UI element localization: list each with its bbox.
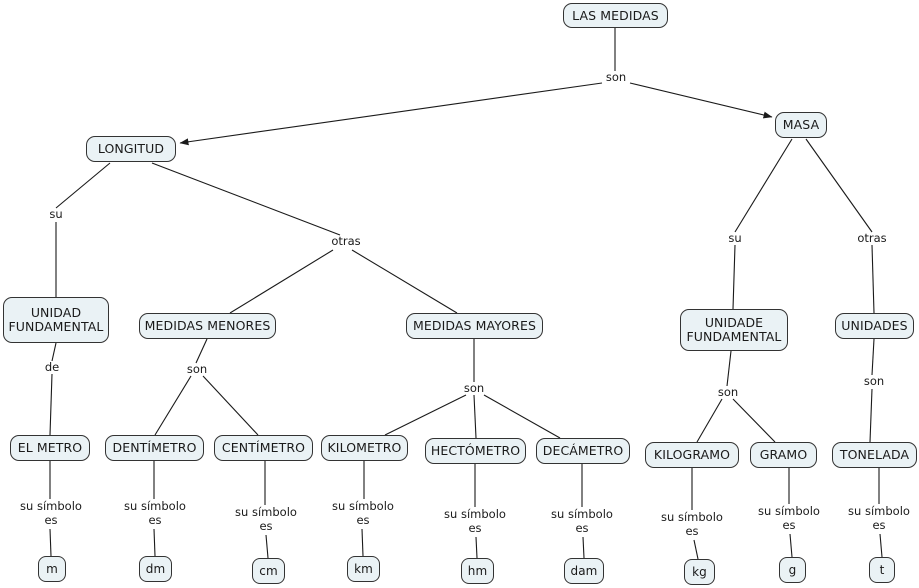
node-symbol-km[interactable]: km <box>347 556 380 582</box>
node-longitud[interactable]: LONGITUD <box>86 136 176 162</box>
link-label-sym-dentimetro: su símbolo es <box>124 499 186 527</box>
edge-son-gramo <box>732 398 776 443</box>
edge-son-tonelada <box>869 388 873 443</box>
link-label-longitud-su: su <box>49 207 63 221</box>
link-label-unidade-son: son <box>717 385 739 399</box>
node-symbol-m[interactable]: m <box>38 556 66 582</box>
link-label-sym-decametro: su símbolo es <box>551 507 613 535</box>
edge-symlabel-t <box>879 533 883 558</box>
edge-su-unidadefund <box>732 244 736 310</box>
edge-symlabel-hm <box>475 536 478 559</box>
link-label-longitud-otras: otras <box>331 234 361 248</box>
node-unidades-masa[interactable]: UNIDADES <box>835 313 914 339</box>
node-masa[interactable]: MASA <box>775 112 827 138</box>
edge-masa-su <box>734 138 793 233</box>
node-el-metro[interactable]: EL METRO <box>10 435 90 461</box>
link-label-mayores-son: son <box>463 381 485 395</box>
node-kilogramo[interactable]: KILOGRAMO <box>645 442 739 468</box>
node-kilometro[interactable]: KILOMETRO <box>321 435 408 461</box>
edge-otras-unidades <box>871 244 875 314</box>
node-symbol-t[interactable]: t <box>869 557 895 583</box>
edge-son-centimetro <box>202 375 259 436</box>
edge-menores-son <box>195 338 208 364</box>
edge-symlabel-cm <box>265 534 269 559</box>
node-dentimetro[interactable]: DENTÍMETRO <box>105 435 204 461</box>
edge-otras-mayores <box>351 249 458 314</box>
node-symbol-hm[interactable]: hm <box>461 558 494 584</box>
node-symbol-dm[interactable]: dm <box>139 556 172 582</box>
edge-son-kilometro <box>384 394 467 436</box>
node-medidas-mayores[interactable]: MEDIDAS MAYORES <box>406 313 543 339</box>
edge-longitud-otras <box>151 162 341 236</box>
link-label-masa-otras: otras <box>857 231 887 245</box>
edge-son-longitud <box>179 82 603 146</box>
node-symbol-dam[interactable]: dam <box>564 558 604 584</box>
link-label-unidad-de: de <box>44 360 60 374</box>
node-gramo[interactable]: GRAMO <box>750 442 817 468</box>
node-hectometro[interactable]: HECTÓMETRO <box>425 438 526 464</box>
link-label-masa-su: su <box>728 231 742 245</box>
link-label-unidades-son: son <box>863 374 885 388</box>
edge-masa-otras <box>805 138 873 233</box>
link-label-sym-gramo: su símbolo es <box>758 504 820 532</box>
edge-unidadfund-de <box>51 342 57 362</box>
node-tonelada[interactable]: TONELADA <box>832 442 917 468</box>
edge-son-masa <box>629 82 773 119</box>
node-symbol-kg[interactable]: kg <box>684 559 715 585</box>
edge-son-kilogramo <box>696 398 723 443</box>
edge-symlabel-dam <box>582 536 585 559</box>
link-label-menores-son: son <box>186 362 208 376</box>
edge-symlabel-dm <box>153 528 156 557</box>
edge-unidades-son <box>871 338 875 376</box>
node-unidade-fundamental-masa[interactable]: UNIDADE FUNDAMENTAL <box>680 309 788 351</box>
edge-de-elmetro <box>49 373 53 436</box>
link-label-sym-kilometro: su símbolo es <box>332 499 394 527</box>
edge-longitud-su <box>55 162 111 209</box>
link-label-sym-tonelada: su símbolo es <box>848 504 910 532</box>
link-label-root-son: son <box>605 70 627 84</box>
link-label-sym-hectometro: su símbolo es <box>444 507 506 535</box>
edge-son-dentimetro <box>154 375 192 436</box>
edge-son-hectometro <box>473 394 477 439</box>
link-label-sym-metro: su símbolo es <box>20 499 82 527</box>
edge-unidadefund-son <box>726 350 732 387</box>
edge-symlabel-m <box>49 528 52 557</box>
link-label-sym-kilogramo: su símbolo es <box>661 510 723 538</box>
edge-symlabel-km <box>361 528 364 557</box>
edge-symlabel-g <box>789 533 793 558</box>
edge-son-decametro <box>483 394 561 439</box>
link-label-sym-centimetro: su símbolo es <box>235 505 297 533</box>
edge-symlabel-kg <box>693 539 699 560</box>
edge-otras-menores <box>229 249 334 314</box>
node-las-medidas[interactable]: LAS MEDIDAS <box>563 3 668 28</box>
node-unidad-fundamental-longitud[interactable]: UNIDAD FUNDAMENTAL <box>3 297 109 343</box>
node-symbol-g[interactable]: g <box>779 557 806 583</box>
node-symbol-cm[interactable]: cm <box>252 558 285 584</box>
node-medidas-menores[interactable]: MEDIDAS MENORES <box>139 313 276 339</box>
node-decametro[interactable]: DECÁMETRO <box>536 438 630 464</box>
node-centimetro[interactable]: CENTÍMETRO <box>214 435 313 461</box>
